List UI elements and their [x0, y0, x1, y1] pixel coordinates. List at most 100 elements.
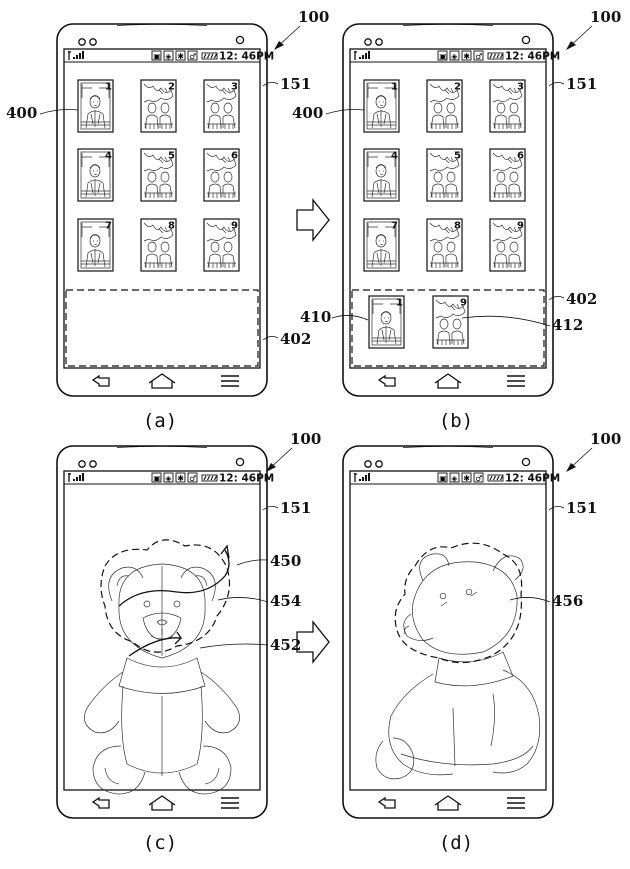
panel-caption: (d): [439, 832, 473, 854]
back-icon: [377, 374, 396, 387]
tile-number: 2: [454, 82, 461, 93]
ref-display-b: 151: [548, 75, 597, 93]
tray-tile-9: 9: [432, 295, 469, 349]
ref-thumb-a-label: 400: [6, 104, 37, 122]
status-time: 12: 46PM: [219, 473, 274, 485]
bear-stroke: [412, 561, 518, 655]
tile-number: 4: [391, 151, 398, 162]
bluetooth-icon: [175, 50, 186, 61]
tile-number: 6: [231, 151, 238, 162]
status-time: 12: 46PM: [219, 51, 274, 63]
bear-stroke: [419, 553, 450, 582]
usb-icon-glyph: ♂: [475, 474, 482, 483]
sd-card-icon: [437, 50, 448, 61]
ref-thumb-a-leader: [39, 109, 79, 115]
back-icon: [91, 374, 110, 387]
status-time: 12: 46PM: [505, 473, 560, 485]
wifi-icon-glyph: ◈: [165, 52, 172, 61]
tile-number: 2: [168, 82, 175, 93]
figure-ref: 100: [566, 8, 621, 50]
ref-trace: 452: [199, 636, 301, 654]
bear-image: [84, 563, 240, 795]
grid-tile-2: 2: [426, 79, 463, 133]
grid-tile-7: 7: [77, 218, 114, 272]
bear-stroke: [178, 745, 232, 795]
grid-tile-6: 6: [203, 148, 240, 202]
bear-stroke: [108, 566, 144, 602]
ref-display-d-label: 151: [566, 499, 597, 517]
battery-icon: [487, 52, 504, 60]
signal-icon: [68, 51, 71, 60]
wifi-icon: [163, 472, 174, 483]
selection-scribble: [100, 539, 230, 653]
bear-stroke: [440, 601, 448, 607]
bear-stroke: [104, 767, 120, 785]
transition-arrow-icon: [296, 198, 330, 242]
bear-stroke: [180, 566, 216, 602]
tile-number: 9: [460, 298, 467, 309]
wifi-icon: [163, 50, 174, 61]
figure-ref-arrowhead: [566, 41, 576, 50]
bear-stroke: [403, 613, 434, 641]
home-icon: [148, 795, 176, 811]
signal-bars-icon: [359, 473, 370, 481]
bear-stroke: [84, 671, 124, 734]
ref-tray-item-a-leader: [331, 315, 369, 321]
ref-display-d: 151: [548, 499, 597, 517]
ref-scribble: 450: [236, 552, 301, 570]
bear-stroke: [142, 612, 182, 641]
usb-icon: [473, 50, 484, 61]
usb-icon: [187, 472, 198, 483]
grid-tile-9: 9: [489, 218, 526, 272]
bluetooth-icon: [175, 472, 186, 483]
status-time: 12: 46PM: [505, 51, 560, 63]
ref-display-a-leader: [262, 82, 279, 87]
bear-stroke: [490, 693, 495, 747]
grid-tile-6: 6: [489, 148, 526, 202]
menu-icon: [221, 797, 239, 809]
figure-ref-label: 100: [590, 430, 621, 448]
ref-tray-item-b: 412: [461, 315, 583, 334]
trace-gesture-head: [220, 544, 230, 559]
sd-card-icon-glyph: ▣: [439, 52, 447, 61]
grid-tile-8: 8: [140, 218, 177, 272]
bear-stroke: [434, 651, 514, 687]
ref-tray-item-a: 410: [300, 308, 369, 326]
ref-scribble-label: 450: [270, 552, 301, 570]
wifi-icon: [449, 50, 460, 61]
sd-card-icon-glyph: ▣: [153, 52, 161, 61]
ref-outline-leader: [217, 597, 269, 603]
bear-image: [375, 553, 541, 780]
tile-number: 1: [105, 82, 112, 93]
bear-stroke: [204, 767, 220, 785]
signal-bars-icon: [73, 51, 84, 59]
bear-stroke: [150, 635, 174, 640]
battery-icon: [201, 52, 218, 60]
figure-ref-arrowhead: [566, 463, 576, 472]
ref-thumb-b: 400: [292, 104, 365, 122]
ref-tray-item-b-leader: [461, 315, 551, 327]
bear-eye: [173, 600, 181, 608]
bear-stroke: [200, 671, 240, 734]
figure-ref: 100: [266, 430, 321, 472]
usb-icon: [473, 472, 484, 483]
tile-number: 6: [517, 151, 524, 162]
transition-arrow-icon: [296, 620, 330, 664]
menu-icon: [507, 375, 525, 387]
grid-tile-7: 7: [363, 218, 400, 272]
ref-selection-label: 456: [552, 592, 583, 610]
figure-ref-label: 100: [290, 430, 321, 448]
figure-ref: 100: [566, 430, 621, 472]
bear-stroke: [388, 673, 454, 776]
figure-ref: 100: [274, 8, 329, 50]
ref-display-b-leader: [548, 82, 565, 87]
ref-display-c-label: 151: [280, 499, 311, 517]
menu-icon: [507, 797, 525, 809]
tile-number: 7: [391, 221, 398, 232]
bear-stroke: [118, 657, 206, 694]
ref-display-d-leader: [548, 506, 565, 511]
